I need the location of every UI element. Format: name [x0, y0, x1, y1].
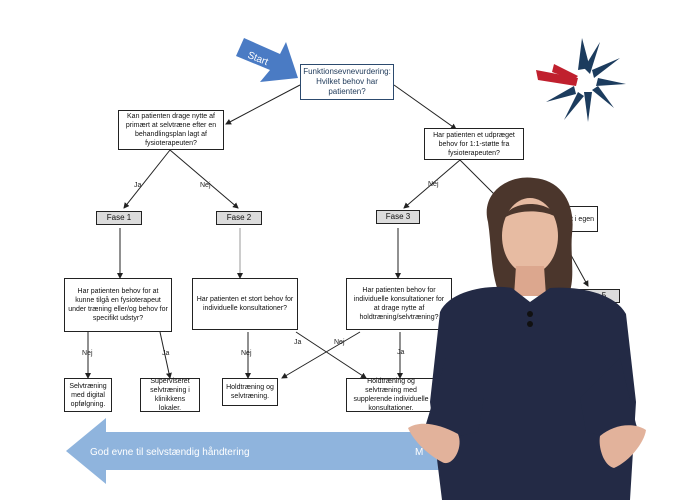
- support-question-box: Har patienten et udpræget behov for 1:1-…: [424, 128, 524, 160]
- fase1-question-box: Har patienten behov for at kunne tilgå e…: [64, 278, 172, 332]
- fase2-question-box: Har patienten et stort behov for individ…: [192, 278, 298, 330]
- self-training-question-box: Kan patienten drage nytte af primært at …: [118, 110, 224, 150]
- edge-label-ja-3: Ja: [294, 339, 301, 346]
- presenter-video: [400, 172, 700, 500]
- fase2-label: Fase 2: [227, 213, 251, 222]
- fase1-box: Fase 1: [96, 211, 142, 225]
- scale-left-label: God evne til selvstændig håndtering: [90, 447, 250, 458]
- fase2-question-text: Har patienten et stort behov for individ…: [196, 295, 294, 313]
- edge-label-nej-1: Nej: [200, 182, 211, 189]
- fase1-label: Fase 1: [107, 213, 131, 222]
- root-question-box: Funktionsevnevurdering: Hvilket behov ha…: [300, 64, 394, 100]
- support-question-text: Har patienten et udpræget behov for 1:1-…: [428, 131, 520, 158]
- root-question-text: Funktionsevnevurdering: Hvilket behov ha…: [303, 67, 391, 97]
- university-logo: [534, 34, 630, 126]
- outcome-team-text: Holdtræning og selvtræning.: [226, 383, 274, 401]
- edge-label-ja-1: Ja: [134, 182, 141, 189]
- fase1-question-text: Har patienten behov for at kunne tilgå e…: [68, 287, 168, 323]
- edge-label-ja-2: Ja: [162, 350, 169, 357]
- outcome-team-box: Holdtræning og selvtræning.: [222, 378, 278, 406]
- outcome-supervised-box: Superviseret selvtræning i klinikkens lo…: [140, 378, 200, 412]
- edge-label-nej-5: Nej: [334, 339, 345, 346]
- self-training-question-text: Kan patienten drage nytte af primært at …: [122, 112, 220, 148]
- outcome-digital-box: Selvtræning med digital opfølgning.: [64, 378, 112, 412]
- outcome-supervised-text: Superviseret selvtræning i klinikkens lo…: [144, 377, 196, 413]
- edge-label-nej-4: Nej: [241, 350, 252, 357]
- fase2-box: Fase 2: [216, 211, 262, 225]
- edge-label-nej-3: Nej: [82, 350, 93, 357]
- outcome-digital-text: Selvtræning med digital opfølgning.: [68, 382, 108, 409]
